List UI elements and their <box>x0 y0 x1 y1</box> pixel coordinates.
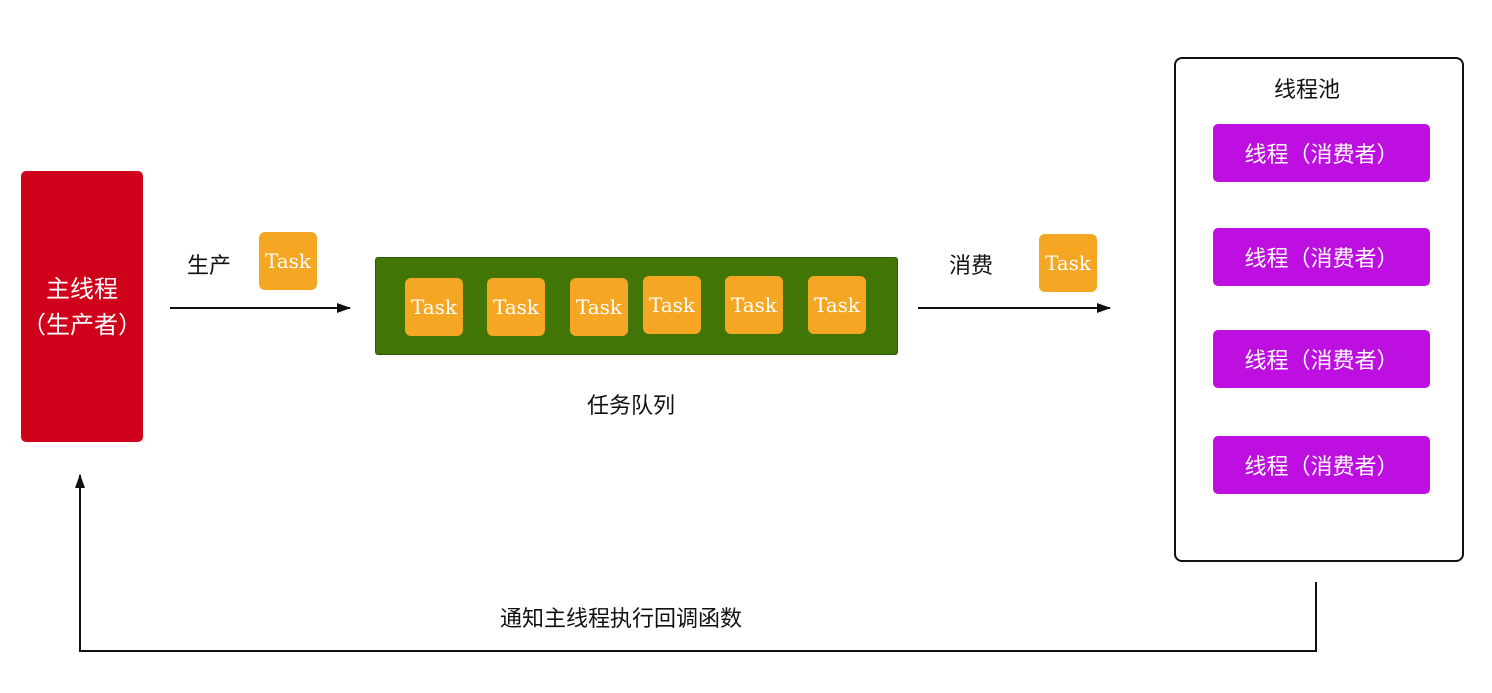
consume-label: 消费 <box>949 254 994 279</box>
worker-thread-2: 线程（消费者） <box>1213 228 1430 286</box>
produce-label: 生产 <box>187 254 232 279</box>
queue-task-6: Task <box>808 276 866 334</box>
main-thread-producer-box: 主线程 （生产者） <box>21 171 143 442</box>
thread-pool-title: 线程池 <box>1274 78 1341 103</box>
produced-task: Task <box>259 232 317 290</box>
worker-thread-4: 线程（消费者） <box>1213 436 1430 494</box>
task-queue-label: 任务队列 <box>587 394 676 419</box>
queue-task-3: Task <box>570 278 628 336</box>
queue-task-5: Task <box>725 276 783 334</box>
callback-label: 通知主线程执行回调函数 <box>500 607 743 632</box>
queue-task-1: Task <box>405 278 463 336</box>
producer-role-label: （生产者） <box>22 310 142 339</box>
worker-thread-3: 线程（消费者） <box>1213 330 1430 388</box>
queue-task-4: Task <box>643 276 701 334</box>
queue-task-2: Task <box>487 278 545 336</box>
callback-arrow <box>75 474 1317 652</box>
consumed-task: Task <box>1039 234 1097 292</box>
main-thread-label: 主线程 <box>46 274 118 303</box>
worker-thread-1: 线程（消费者） <box>1213 124 1430 182</box>
